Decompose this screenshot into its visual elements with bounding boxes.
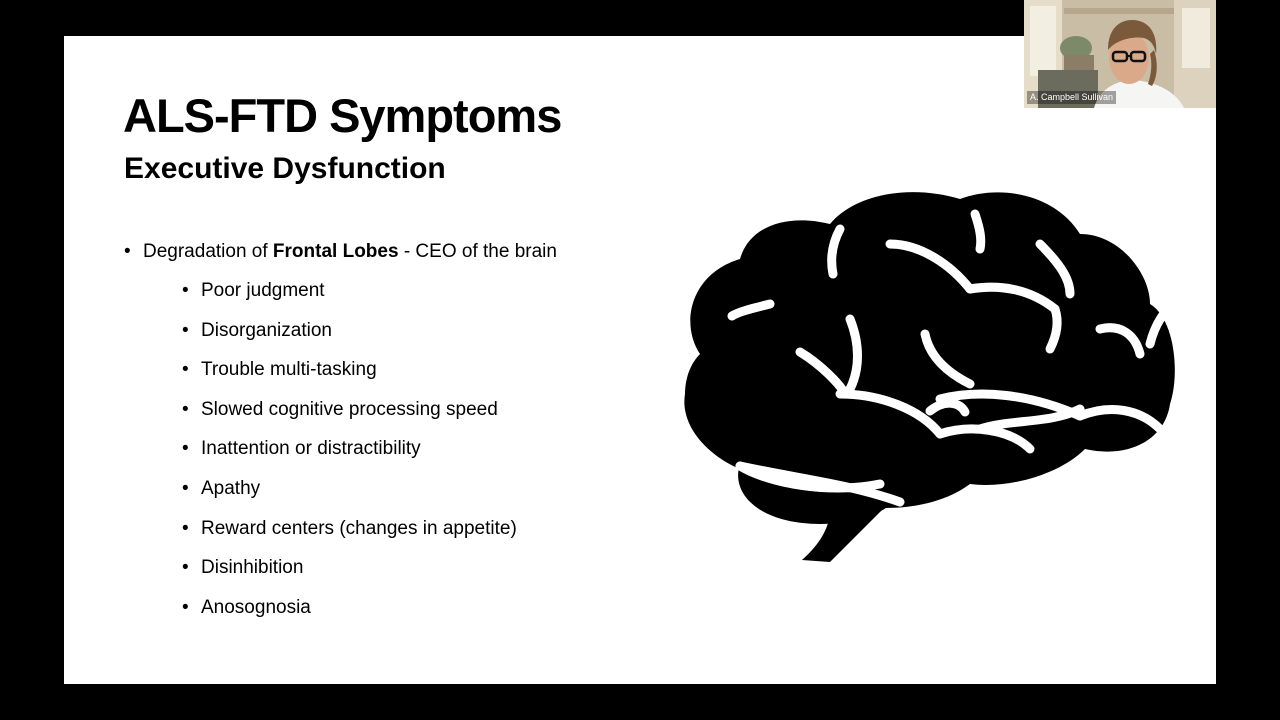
- symptom-label: Poor judgment: [201, 280, 325, 301]
- symptom-label: Slowed cognitive processing speed: [201, 398, 498, 420]
- symptom-item: • Poor judgment: [182, 279, 517, 319]
- symptom-item: • Slowed cognitive processing speed: [182, 398, 517, 438]
- main-bullet-suffix: - CEO of the brain: [398, 241, 557, 262]
- bullet-glyph: •: [182, 517, 189, 539]
- main-bullet-bold: Frontal Lobes: [272, 241, 399, 262]
- bullet-glyph: •: [182, 477, 189, 499]
- participant-video-frame: [1024, 0, 1216, 108]
- symptom-label: Disinhibition: [201, 557, 304, 579]
- symptom-label: Apathy: [201, 477, 261, 499]
- bullet-glyph: •: [182, 557, 189, 579]
- brain-icon: [684, 192, 1180, 562]
- symptom-item: • Reward centers (changes in appetite): [182, 517, 517, 557]
- symptom-item: • Inattention or distractibility: [182, 437, 517, 477]
- bullet-glyph: •: [182, 280, 189, 301]
- main-bullet: • Degradation of Frontal Lobes - CEO of t…: [124, 240, 557, 264]
- symptom-item: • Apathy: [182, 477, 517, 517]
- bullet-glyph: •: [182, 398, 189, 420]
- slide-subtitle: Executive Dysfunction: [124, 152, 446, 185]
- bullet-glyph: •: [124, 241, 131, 262]
- symptom-label: Inattention or distractibility: [201, 438, 421, 460]
- bullet-glyph: •: [182, 596, 189, 618]
- bullet-glyph: •: [182, 359, 189, 381]
- presentation-slide: ALS-FTD Symptoms Executive Dysfunction •…: [64, 36, 1216, 684]
- participant-video-tile[interactable]: A. Campbell Sullivan: [1024, 0, 1216, 108]
- symptom-item: • Disinhibition: [182, 556, 517, 596]
- bullet-glyph: •: [182, 438, 189, 460]
- symptom-label: Anosognosia: [201, 596, 311, 618]
- participant-name-label: A. Campbell Sullivan: [1027, 91, 1117, 104]
- symptom-item: • Disorganization: [182, 319, 517, 359]
- symptom-item: • Anosognosia: [182, 596, 517, 636]
- bullet-glyph: •: [182, 319, 189, 341]
- symptom-label: Disorganization: [201, 319, 332, 341]
- symptom-label: Trouble multi-tasking: [201, 359, 377, 381]
- symptom-list: • Poor judgment • Disorganization • Trouble…: [182, 279, 517, 635]
- symptom-label: Reward centers (changes in appetite): [201, 517, 517, 539]
- main-bullet-prefix: Degradation of: [143, 241, 273, 262]
- symptom-item: • Trouble multi-tasking: [182, 358, 517, 398]
- slide-title: ALS-FTD Symptoms: [123, 89, 562, 142]
